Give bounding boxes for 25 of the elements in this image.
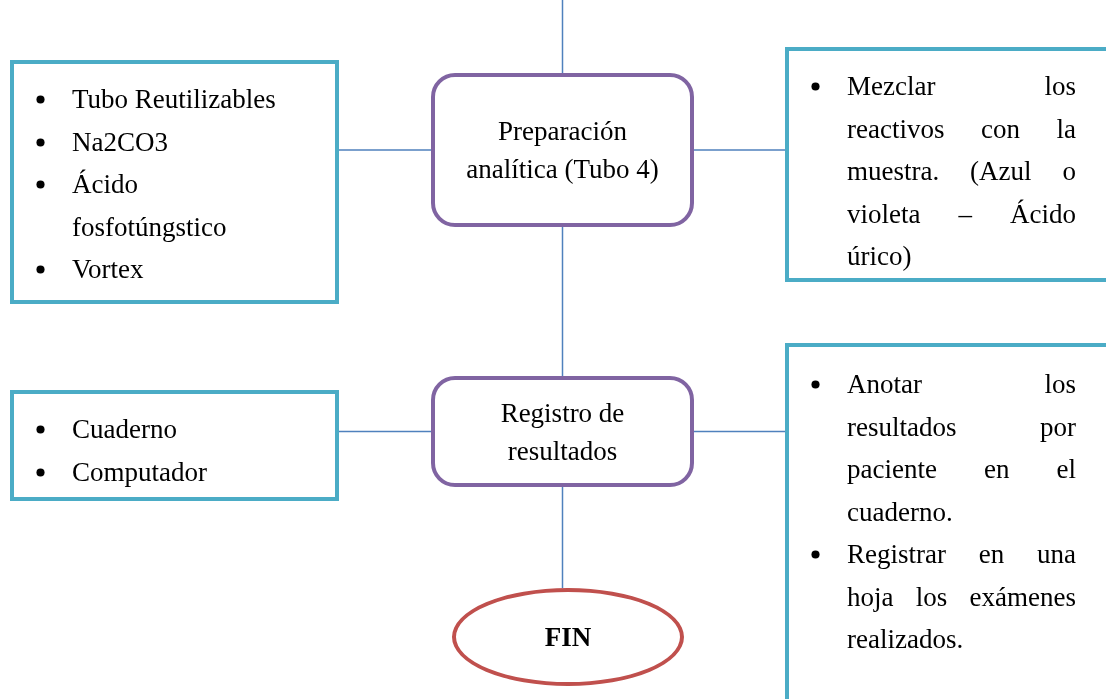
list-item: Anotar los resultados por paciente en el cuaderno. xyxy=(847,368,1076,529)
connector-line xyxy=(561,486,564,589)
process-box xyxy=(431,376,694,487)
list-box xyxy=(10,60,339,304)
end-label: FIN xyxy=(544,621,592,653)
list-item: Na2CO3 xyxy=(72,125,169,159)
connector-line xyxy=(693,149,786,151)
connector-line xyxy=(561,226,564,377)
connector-line xyxy=(338,430,432,433)
process-box xyxy=(431,73,694,227)
connector-line xyxy=(693,430,786,433)
list-item: Cuaderno xyxy=(72,413,178,446)
connector-line xyxy=(561,0,564,74)
list-item: Tubo Reutilizables xyxy=(72,83,277,116)
step-label: Preparación analítica (Tubo 4) xyxy=(465,115,660,186)
connector-line xyxy=(338,149,432,151)
list-item: Registrar en una hoja los exámenes realizados. xyxy=(847,538,1076,656)
list-item: Mezclar los reactivos con la muestra. (Azul o violeta – Ácido úrico) xyxy=(847,70,1076,273)
list-item: Ácido fosfotúngstico xyxy=(72,168,228,244)
list-box xyxy=(10,390,339,501)
step-label: Registro de resultados xyxy=(499,396,626,468)
list-item: Computador xyxy=(72,455,208,489)
list-item: Vortex xyxy=(72,253,145,286)
list-box xyxy=(785,47,1106,282)
list-box xyxy=(785,343,1106,699)
